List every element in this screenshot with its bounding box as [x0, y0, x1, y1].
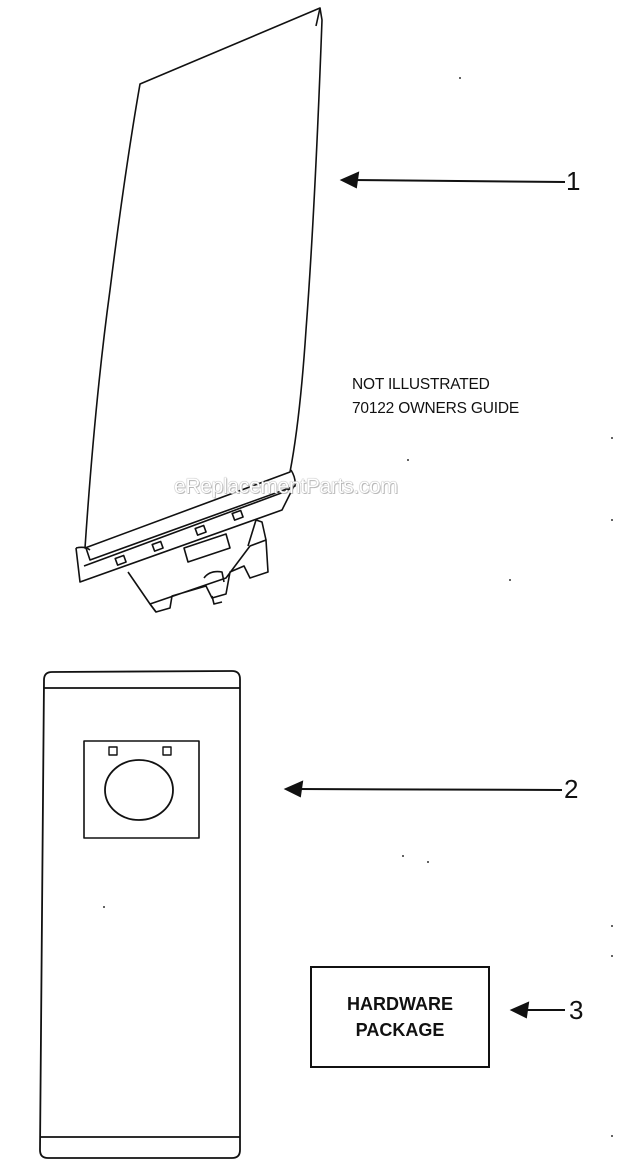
part-2-filter-bag [39, 670, 241, 1159]
part-1-bag-cover [75, 7, 323, 613]
note-line-1: NOT ILLUSTRATED [352, 376, 490, 393]
hardware-package-box: HARDWARE PACKAGE [310, 966, 490, 1068]
callout-3: 3 [569, 995, 584, 1025]
arrow-3 [509, 1001, 565, 1019]
hardware-box-line-1: HARDWARE [347, 994, 453, 1014]
scan-specks [103, 77, 613, 1137]
not-illustrated-note: NOT ILLUSTRATED 70122 OWNERS GUIDE [352, 373, 519, 421]
note-line-2: 70122 OWNERS GUIDE [352, 400, 519, 417]
arrow-1 [339, 171, 566, 189]
callout-2: 2 [564, 774, 579, 804]
arrow-2 [283, 780, 563, 798]
callout-1: 1 [566, 166, 581, 196]
hardware-box-line-2: PACKAGE [355, 1020, 445, 1040]
watermark: eReplacementParts.com [174, 475, 398, 498]
